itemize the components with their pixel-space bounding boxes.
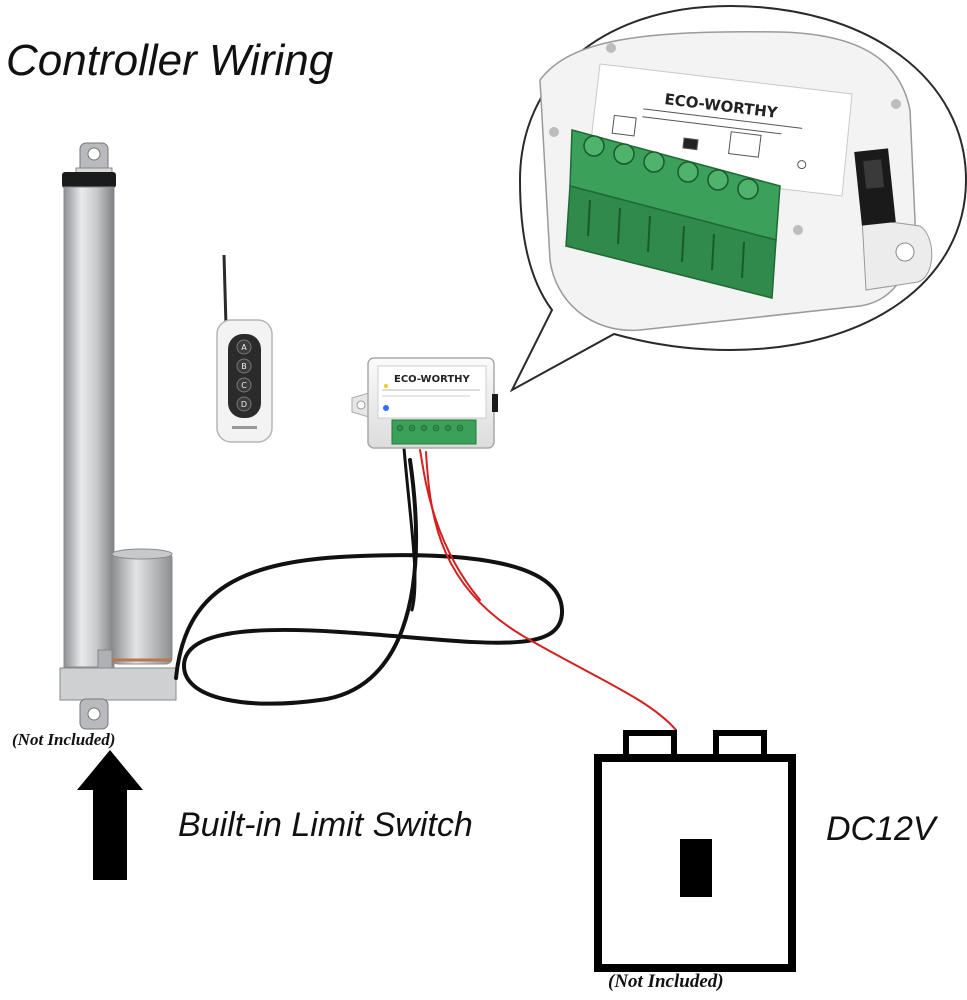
controller-brand-small: ECO-WORTHY	[394, 374, 471, 385]
battery-voltage-label: DC12V	[826, 810, 936, 848]
remote-button-a: A	[241, 343, 247, 352]
limit-switch-label: Built-in Limit Switch	[178, 806, 473, 844]
battery-not-included-note: (Not Included)	[608, 971, 724, 992]
controller-box-large: ECO-WORTHY	[539, 31, 933, 331]
remote-button-c: C	[241, 381, 247, 390]
remote-control: A B C D	[216, 254, 273, 443]
linear-actuator	[59, 142, 177, 730]
magnified-callout: ECO-WORTHY	[509, 4, 967, 393]
controller-box-small: ECO-WORTHY	[351, 357, 498, 449]
actuator-not-included-note: (Not Included)	[12, 730, 116, 749]
diagram-title: Controller Wiring	[6, 36, 334, 85]
remote-button-b: B	[241, 362, 247, 371]
wire-loop	[174, 446, 677, 731]
up-arrow-icon	[77, 750, 143, 880]
remote-button-d: D	[241, 400, 247, 409]
battery-icon	[594, 730, 796, 972]
